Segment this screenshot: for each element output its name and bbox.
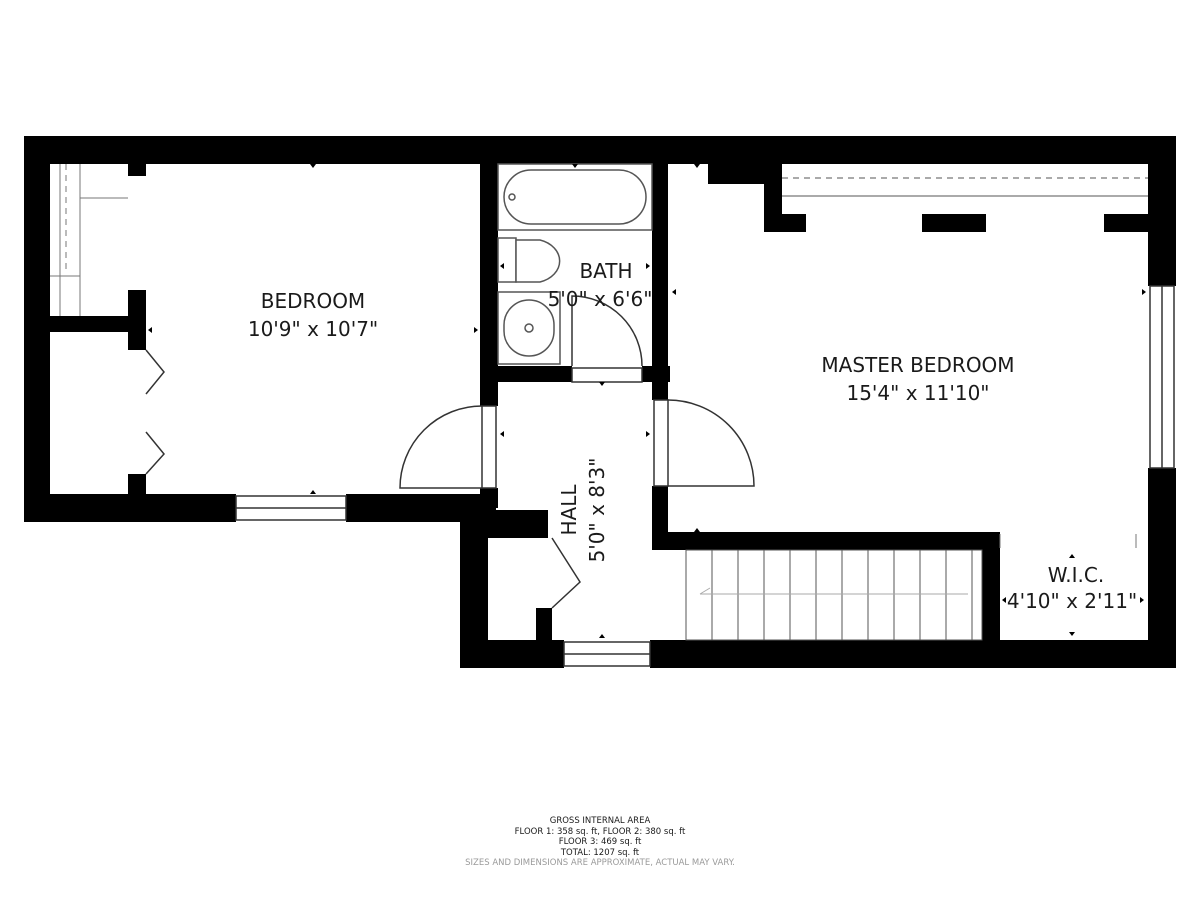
hall-name: HALL (557, 484, 581, 536)
windows (235, 285, 1175, 667)
area-disclaimer: SIZES AND DIMENSIONS ARE APPROXIMATE, AC… (465, 858, 735, 868)
area-floors-1-2: FLOOR 1: 358 sq. ft, FLOOR 2: 380 sq. ft (514, 826, 686, 837)
stairs (685, 549, 983, 641)
doors (145, 295, 755, 609)
master-dims: 15'4" x 11'10" (846, 381, 989, 405)
closet-rail (782, 177, 1148, 197)
walls (24, 136, 1176, 668)
area-floor-3: FLOOR 3: 469 sq. ft (558, 837, 642, 847)
wic-dims: 4'10" x 2'11" (1007, 589, 1137, 613)
room-labels: BEDROOM 10'9" x 10'7" BATH 5'0" x 6'6" M… (248, 259, 1137, 613)
bath-fixtures (497, 163, 653, 365)
bath-dims: 5'0" x 6'6" (548, 287, 653, 311)
master-name: MASTER BEDROOM (821, 353, 1014, 377)
area-summary: GROSS INTERNAL AREA FLOOR 1: 358 sq. ft,… (0, 816, 1200, 869)
area-title: GROSS INTERNAL AREA (549, 816, 651, 826)
hall-dims: 5'0" x 8'3" (585, 458, 609, 563)
closet-shelving (50, 164, 128, 316)
dimension-markers (148, 164, 1146, 638)
area-total: TOTAL: 1207 sq. ft (560, 847, 640, 858)
bedroom-dims: 10'9" x 10'7" (248, 317, 378, 341)
wic-opening (999, 534, 1137, 548)
wic-name: W.I.C. (1048, 563, 1104, 587)
bedroom-name: BEDROOM (261, 289, 365, 313)
bath-name: BATH (579, 259, 632, 283)
